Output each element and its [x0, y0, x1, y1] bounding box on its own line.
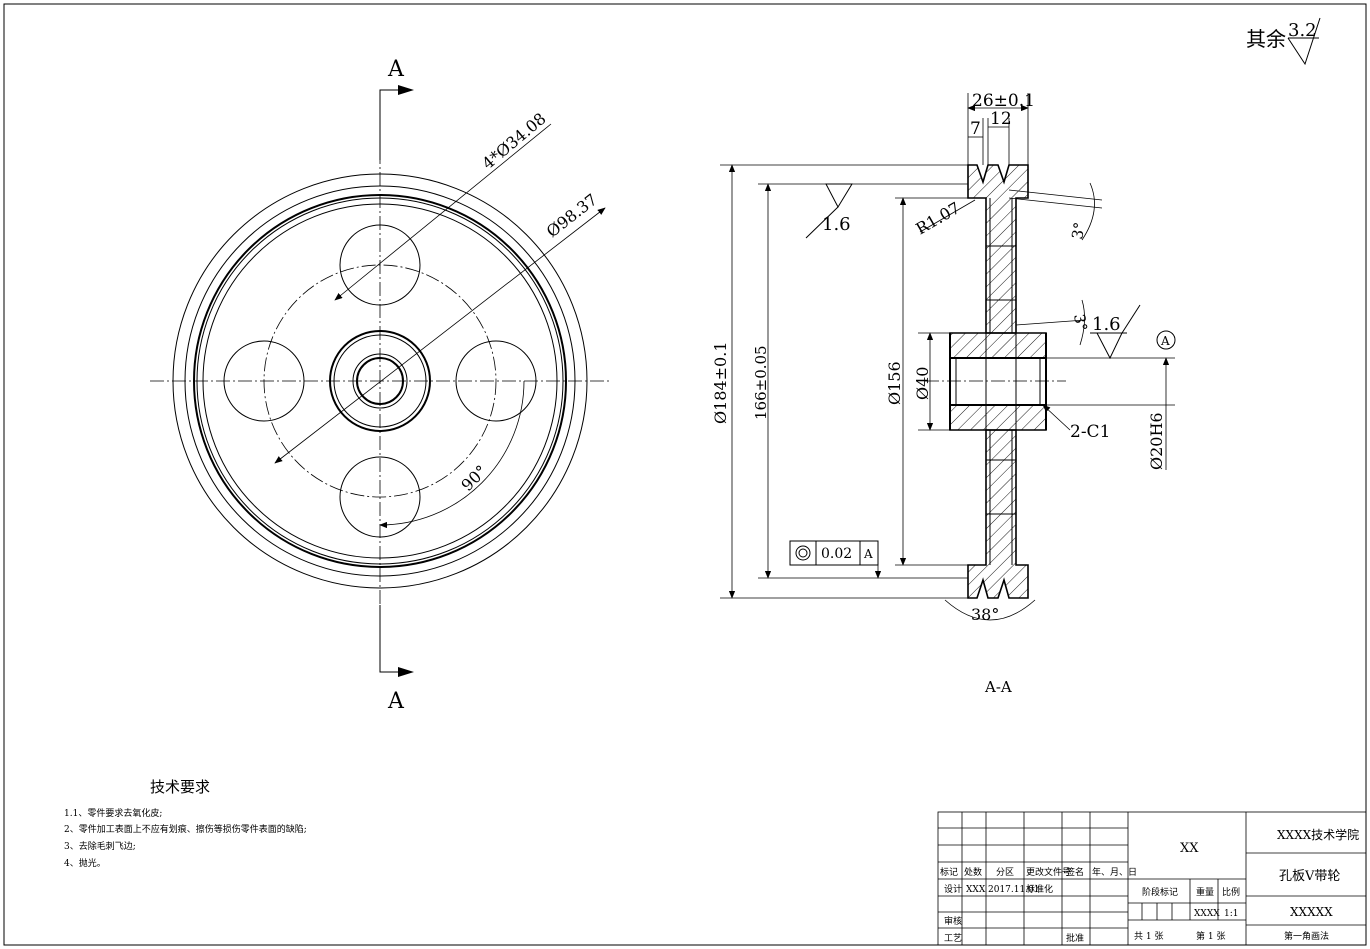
- svg-text:3.2: 3.2: [1288, 20, 1317, 41]
- front-view: 4*Ø34.08 Ø98.37 90° A A: [150, 57, 612, 714]
- svg-text:第 1 张: 第 1 张: [1196, 930, 1225, 942]
- svg-text:1.6: 1.6: [1092, 314, 1121, 335]
- svg-text:1.1、零件要求去氧化皮;: 1.1、零件要求去氧化皮;: [64, 807, 162, 819]
- svg-text:重量: 重量: [1196, 886, 1214, 898]
- svg-text:共 1 张: 共 1 张: [1134, 931, 1163, 942]
- sheet-border: [3, 3, 1367, 946]
- roughness-other: 其余 3.2: [1246, 17, 1321, 66]
- svg-text:XXXX: XXXX: [1194, 909, 1220, 919]
- svg-text:2-C1: 2-C1: [1070, 422, 1110, 442]
- svg-text:4、抛光。: 4、抛光。: [64, 857, 106, 869]
- svg-text:审核: 审核: [944, 915, 962, 927]
- svg-text:3、去除毛刺飞边;: 3、去除毛刺飞边;: [64, 840, 136, 852]
- roughness-1-6-left: 1.6: [805, 183, 853, 239]
- svg-text:2、零件加工表面上不应有划痕、擦伤等损伤零件表面的缺陷;: 2、零件加工表面上不应有划痕、擦伤等损伤零件表面的缺陷;: [64, 823, 307, 835]
- view-title: A-A: [984, 678, 1012, 696]
- tolerance-frame: 0.02 A: [789, 540, 882, 579]
- svg-text:XX: XX: [1180, 841, 1199, 856]
- svg-text:Ø156: Ø156: [885, 361, 904, 405]
- svg-text:12: 12: [990, 109, 1012, 129]
- svg-text:更改文件号: 更改文件号: [1026, 866, 1071, 878]
- svg-text:其余: 其余: [1246, 27, 1286, 51]
- svg-text:标准化: 标准化: [1026, 883, 1053, 895]
- svg-text:比例: 比例: [1222, 886, 1240, 898]
- svg-text:阶段标记: 阶段标记: [1142, 886, 1178, 898]
- svg-text:A: A: [863, 547, 873, 561]
- svg-text:处数: 处数: [964, 866, 982, 878]
- svg-text:166±0.05: 166±0.05: [752, 345, 770, 420]
- svg-text:1.6: 1.6: [822, 214, 851, 235]
- svg-text:Ø20H6: Ø20H6: [1147, 412, 1166, 470]
- svg-text:分区: 分区: [996, 867, 1014, 878]
- svg-text:工艺: 工艺: [944, 933, 962, 944]
- title-block: 标记 处数 分区 更改文件号 签名 年、月、日 设计 XXX 2017.11.0…: [937, 811, 1367, 946]
- angle-90-label: 90°: [457, 461, 490, 494]
- svg-text:7: 7: [970, 119, 981, 139]
- svg-text:A: A: [1160, 334, 1170, 348]
- holes-dim-label: 4*Ø34.08: [478, 109, 549, 173]
- roughness-1-6-right: 1.6: [1090, 304, 1141, 360]
- svg-text:Ø184±0.1: Ø184±0.1: [711, 341, 730, 424]
- svg-text:第一角画法: 第一角画法: [1284, 930, 1329, 942]
- svg-text:批准: 批准: [1066, 932, 1084, 944]
- section-label-bottom: A: [387, 689, 405, 714]
- svg-text:0.02: 0.02: [821, 546, 852, 562]
- section-label-top: A: [387, 57, 405, 82]
- svg-text:XXXXX: XXXXX: [1290, 905, 1333, 919]
- svg-text:R1.07: R1.07: [913, 198, 964, 238]
- section-view: 26±0.1 7 12 Ø184±0.1 166±0.05 Ø156 Ø40 Ø…: [711, 91, 1176, 696]
- svg-text:1:1: 1:1: [1224, 909, 1238, 919]
- svg-text:3°: 3°: [1068, 221, 1089, 241]
- svg-text:签名: 签名: [1066, 866, 1084, 878]
- svg-text:38°: 38°: [971, 605, 999, 624]
- svg-text:设计: 设计: [944, 883, 962, 895]
- svg-text:26±0.1: 26±0.1: [972, 91, 1035, 111]
- svg-text:2017.11.01: 2017.11.01: [988, 885, 1040, 895]
- svg-text:年、月、日: 年、月、日: [1092, 866, 1137, 878]
- svg-text:3°: 3°: [1070, 313, 1091, 333]
- svg-text:标记: 标记: [940, 866, 958, 878]
- svg-text:Ø40: Ø40: [913, 367, 932, 400]
- svg-text:XXXX技术学院: XXXX技术学院: [1277, 827, 1359, 842]
- svg-text:孔板V带轮: 孔板V带轮: [1279, 869, 1340, 884]
- svg-text:技术要求: 技术要求: [150, 778, 210, 796]
- tech-requirements: 技术要求 1.1、零件要求去氧化皮; 2、零件加工表面上不应有划痕、擦伤等损伤零…: [64, 778, 307, 869]
- svg-text:XXX: XXX: [966, 885, 986, 895]
